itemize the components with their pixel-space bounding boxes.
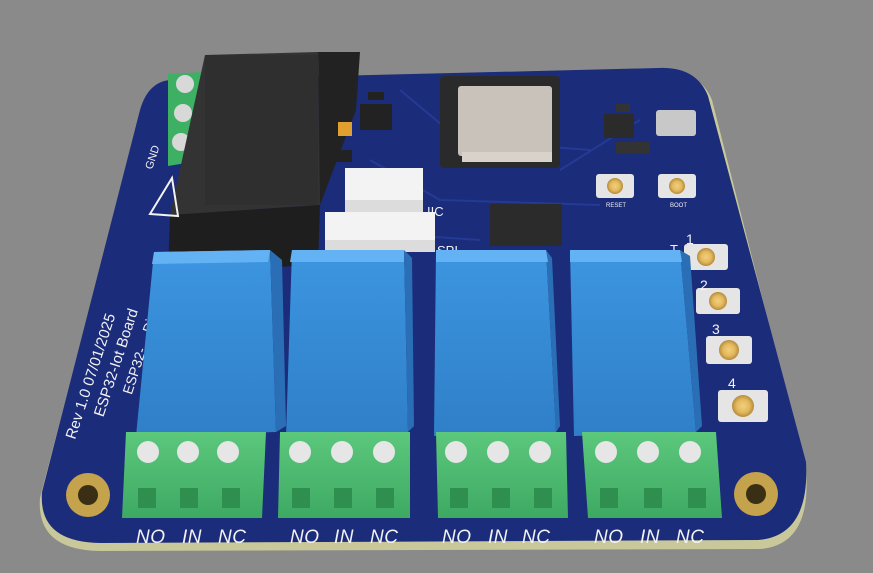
terminal-block-2 xyxy=(278,432,410,518)
mounting-hole-right xyxy=(734,472,778,516)
touch-label: T xyxy=(670,242,678,257)
capacitor xyxy=(338,122,352,136)
button-1-label: 1 xyxy=(686,231,694,247)
boot-label: BOOT xyxy=(670,203,687,209)
terminal-1-in-label: IN xyxy=(182,527,202,548)
terminal-1-nc-label: NC xyxy=(218,527,246,548)
relay-4 xyxy=(570,250,702,436)
user-button-2[interactable] xyxy=(696,288,740,314)
iic-connector xyxy=(345,168,423,212)
reset-button[interactable] xyxy=(596,174,634,198)
button-4-label: 4 xyxy=(728,375,736,391)
terminal-4-no-label: NO xyxy=(594,527,624,548)
terminal-3-labels: NO IN NC xyxy=(442,527,550,548)
terminal-2-no-label: NO xyxy=(290,527,320,548)
boot-button[interactable] xyxy=(658,174,696,198)
regulator-chip xyxy=(360,104,392,130)
esp32-module xyxy=(440,76,560,168)
terminal-block-3 xyxy=(436,432,568,518)
terminal-3-nc-label: NC xyxy=(522,527,550,548)
terminal-2-nc-label: NC xyxy=(370,527,398,548)
button-3-label: 3 xyxy=(712,321,720,337)
relay-1 xyxy=(136,250,286,436)
smd-part-3 xyxy=(616,142,650,154)
usb-port xyxy=(656,110,696,136)
spi-connector xyxy=(325,212,435,252)
user-button-1[interactable] xyxy=(684,244,728,270)
terminal-2-in-label: IN xyxy=(334,527,354,548)
warning-icon xyxy=(148,175,180,218)
user-button-3[interactable] xyxy=(706,336,752,364)
smd-part xyxy=(368,92,384,100)
terminal-4-nc-label: NC xyxy=(676,527,704,548)
terminal-3-no-label: NO xyxy=(442,527,472,548)
button-2-label: 2 xyxy=(700,277,708,293)
usb-uart-chip xyxy=(604,114,634,138)
terminal-1-labels: NO IN NC xyxy=(136,527,246,548)
terminal-block-4 xyxy=(582,432,722,518)
io-expander-chip xyxy=(490,204,562,246)
iic-label: IIC xyxy=(427,204,444,219)
terminal-block-1 xyxy=(122,432,266,518)
smd-part-2 xyxy=(616,104,630,112)
terminal-3-in-label: IN xyxy=(488,527,508,548)
terminal-4-labels: NO IN NC xyxy=(594,527,704,548)
relay-2 xyxy=(286,250,414,436)
user-button-4[interactable] xyxy=(718,390,768,422)
relay-3 xyxy=(434,250,560,436)
terminal-2-labels: NO IN NC xyxy=(290,527,398,548)
reset-label: RESET xyxy=(606,203,626,209)
terminal-1-no-label: NO xyxy=(136,527,166,548)
diode xyxy=(334,150,352,162)
mounting-hole-left xyxy=(66,473,110,517)
terminal-4-in-label: IN xyxy=(640,527,660,548)
